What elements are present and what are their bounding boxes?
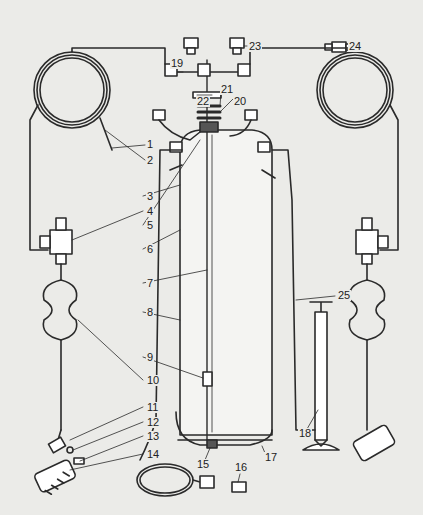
callout-number: 18: [298, 428, 312, 439]
left-hose: [43, 264, 61, 430]
callout-number: 20: [233, 96, 247, 107]
gasket: [74, 458, 84, 464]
left-coil: [30, 48, 165, 250]
callout-number: 2: [146, 155, 154, 166]
spare-nipple: [232, 482, 246, 492]
callout-number: 4: [146, 206, 154, 217]
callout-number: 9: [146, 352, 154, 363]
coupling: [48, 437, 65, 453]
brush-bristles: [41, 471, 73, 496]
callout-number: 11: [146, 402, 159, 413]
callout-number: 17: [264, 452, 278, 463]
right-hose: [367, 264, 385, 430]
callout-number: 14: [146, 449, 160, 460]
cylinder-base: [176, 412, 272, 445]
callout-number: 12: [146, 417, 160, 428]
base-ring: [178, 439, 272, 441]
top-hose-right: [230, 120, 251, 136]
right-hose-loop: [349, 280, 367, 340]
nipple: [67, 447, 73, 453]
right-valve: [356, 218, 388, 264]
callout-number: 5: [146, 220, 154, 231]
callout-number: 21: [220, 84, 234, 95]
callout-number: 8: [146, 307, 154, 318]
callout-number: 10: [146, 375, 160, 386]
hooks: [170, 165, 275, 178]
left-hose-loop: [61, 280, 77, 340]
bottom-coil: [137, 464, 200, 496]
callout-number: 3: [146, 191, 154, 202]
callout-number: 24: [348, 41, 362, 52]
bottom-valve: [207, 440, 217, 448]
left-return-hose: [140, 150, 182, 460]
callout-number: 19: [170, 58, 184, 69]
bottom-fitting: [200, 476, 214, 488]
callout-number: 7: [146, 278, 154, 289]
callout-number: 23: [248, 41, 262, 52]
top-hose-left: [159, 120, 200, 140]
hand-pump: [272, 150, 339, 450]
brush-head-right: [352, 424, 396, 462]
valve-neck: [200, 122, 218, 132]
valve-thread: [198, 106, 220, 118]
filter-piece: [203, 372, 212, 386]
cylinder-body: [180, 130, 272, 435]
callout-number: 22: [196, 96, 210, 107]
callout-number: 6: [146, 244, 154, 255]
leader-lines: [70, 46, 335, 482]
left-valve: [40, 218, 72, 264]
callout-number: 16: [234, 462, 248, 473]
cylinder-seam: [212, 135, 213, 432]
right-coil: [250, 48, 398, 250]
callout-number: 13: [146, 431, 160, 442]
callout-number: 25: [337, 290, 351, 301]
callout-number: 15: [196, 459, 210, 470]
callout-number: 1: [146, 139, 154, 150]
